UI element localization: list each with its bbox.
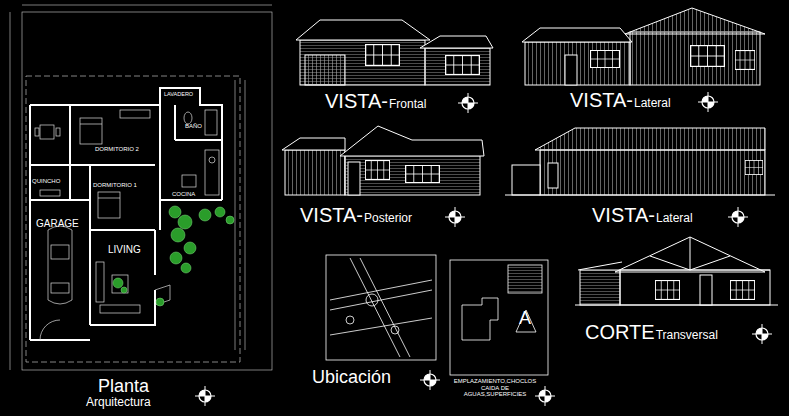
room-name: BAÑO: [185, 123, 202, 129]
room-name: DORMITORIO 1: [93, 182, 137, 188]
room-label-box: LIVING: [108, 244, 141, 255]
room-label-box: COCINA: [172, 191, 195, 198]
site-plan-caption: EMPLAZAMIENTO,CHOCLOS CAIDA DE AGUAS,SUP…: [452, 378, 538, 398]
plan-title: Planta: [98, 377, 149, 397]
section-subtitle: Transversal: [656, 329, 718, 342]
room-label-box: LAVADERO: [164, 91, 193, 97]
section-title: CORTE: [585, 321, 655, 343]
room-name: DORMITORIO 2: [95, 146, 139, 152]
view-title: VISTA-: [570, 89, 633, 111]
room-label-box: BAÑO: [185, 123, 202, 130]
room-name: QUINCHO: [32, 178, 60, 184]
location-title: Ubicación: [312, 368, 391, 388]
plan-subtitle: Arquitectura: [86, 396, 151, 409]
room-name: LIVING: [108, 244, 141, 255]
view-title: VISTA-: [300, 204, 363, 226]
view-subtitle: Lateral: [656, 212, 693, 225]
view-title: VISTA-: [325, 90, 388, 112]
view-subtitle: Frontal: [389, 98, 426, 111]
room-label-box: QUINCHO: [32, 178, 60, 185]
room-label-box: DORMITORIO 1: [93, 182, 137, 189]
view-title: VISTA-: [592, 204, 655, 226]
north-mark: A: [519, 309, 531, 329]
room-name: COCINA: [172, 191, 195, 197]
view-subtitle: Posterior: [364, 212, 412, 225]
view-subtitle: Lateral: [634, 97, 671, 110]
room-name: LAVADERO: [164, 91, 193, 97]
room-label-box: DORMITORIO 2: [95, 146, 139, 153]
room-label-box: GARAGE: [36, 218, 79, 229]
room-name: GARAGE: [36, 218, 79, 229]
